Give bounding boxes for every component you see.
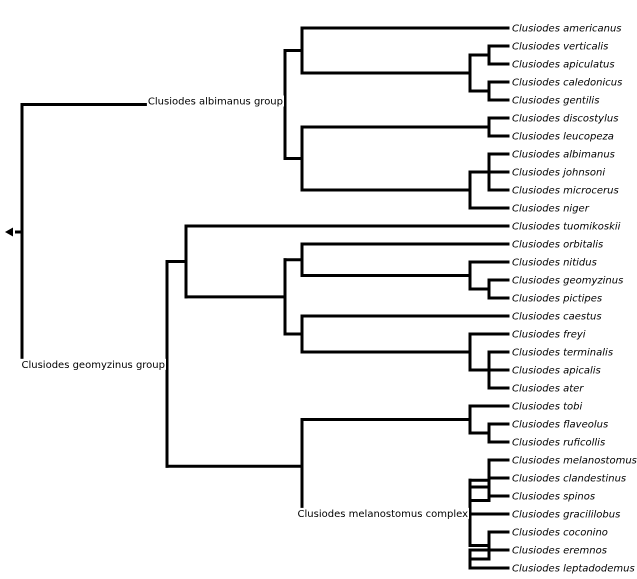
taxon-label: Clusiodes orbitalis [512,240,603,251]
taxon-label: Clusiodes terminalis [512,348,613,359]
taxon-label: Clusiodes apiculatus [512,60,615,71]
taxon-label: Clusiodes caestus [512,312,602,323]
group-label-geomyzinus: Clusiodes geomyzinus group [21,360,165,371]
taxon-label: Clusiodes americanus [512,24,622,35]
taxon-label: Clusiodes ruficollis [512,438,605,449]
taxon-label: Clusiodes discostylus [512,114,618,125]
taxon-label: Clusiodes coconino [512,528,608,539]
root-arrow-icon [5,227,22,237]
group-label-background [296,507,469,519]
taxon-label: Clusiodes verticalis [512,42,608,53]
taxon-label: Clusiodes ater [512,384,584,395]
taxon-label: Clusiodes clandestinus [512,474,626,485]
taxon-label: Clusiodes nitidus [512,258,597,269]
taxon-label: Clusiodes leptadodemus [512,564,635,575]
taxon-label: Clusiodes flaveolus [512,420,608,431]
taxon-label: Clusiodes geomyzinus [512,276,623,287]
taxon-label: Clusiodes tuomikoskii [512,222,621,233]
taxon-label: Clusiodes pictipes [512,294,602,305]
taxon-label: Clusiodes apicalis [512,366,601,377]
group-label-background [20,358,166,370]
group-label-albimanus: Clusiodes albimanus group [148,97,283,108]
taxon-label: Clusiodes melanostomus [512,456,637,467]
taxon-label: Clusiodes gentilis [512,96,599,107]
taxon-label: Clusiodes johnsoni [512,168,605,179]
taxon-label: Clusiodes eremnos [512,546,607,557]
taxon-label: Clusiodes niger [512,204,590,215]
taxon-label: Clusiodes spinos [512,492,595,503]
taxon-label: Clusiodes albimanus [512,150,615,161]
taxon-label: Clusiodes freyi [512,330,586,341]
taxon-label: Clusiodes microcerus [512,186,619,197]
taxon-label: Clusiodes leucopeza [512,132,614,143]
group-label-background [146,95,284,107]
group-label-melanostomus: Clusiodes melanostomus complex [298,509,469,520]
taxon-label: Clusiodes gracililobus [512,510,620,521]
tree-branches [20,26,510,570]
taxon-label: Clusiodes caledonicus [512,78,622,89]
taxon-label: Clusiodes tobi [512,402,582,413]
